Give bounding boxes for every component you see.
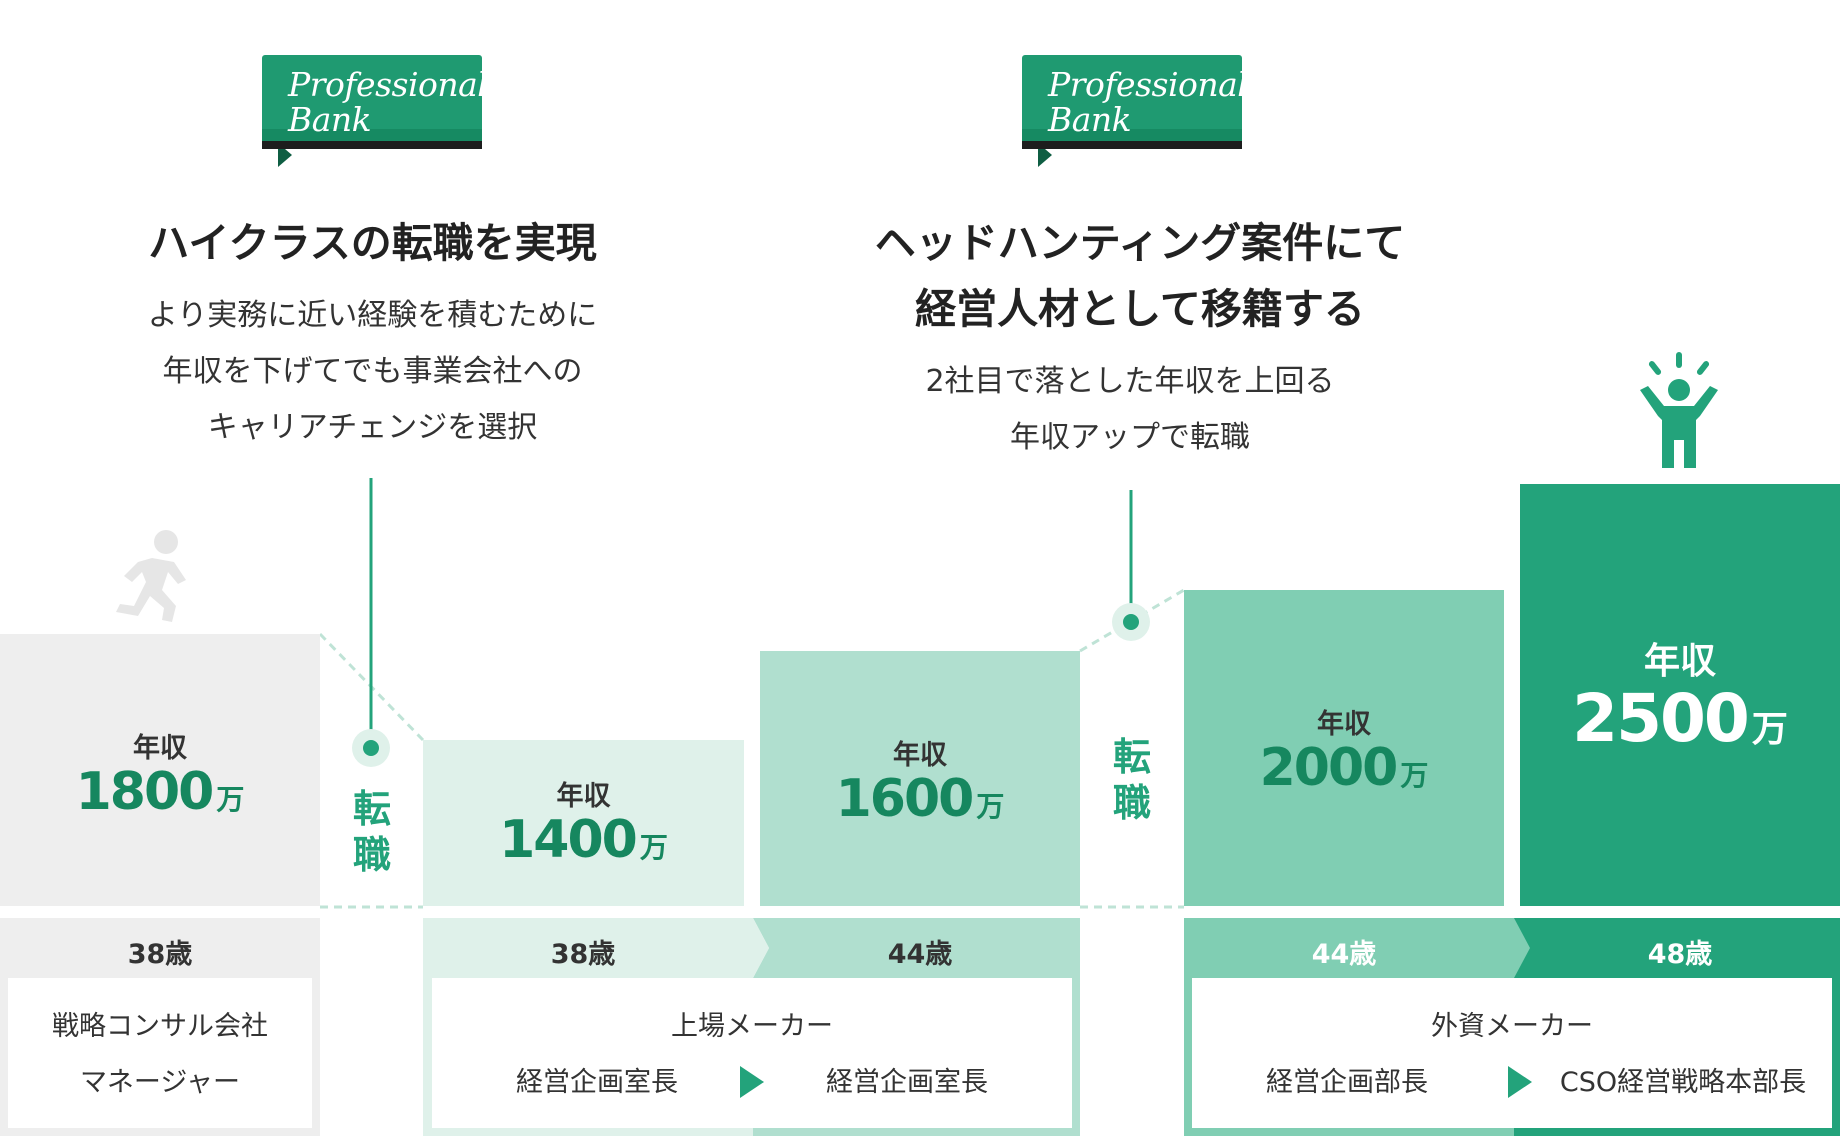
salary-label: 年収 — [556, 781, 611, 812]
salary-value: 1400 — [499, 810, 638, 870]
age-label: 38歳 — [127, 939, 193, 970]
left-subtext-line: 年収を下げてでも事業会社への — [162, 354, 583, 389]
salary-value: 1600 — [835, 769, 975, 829]
right-headline-line: 経営人材として移籍する — [915, 285, 1365, 333]
salary-label: 年収 — [1643, 641, 1716, 682]
right-headline: ヘッドハンティング案件にて 経営人材として移籍する — [820, 210, 1460, 342]
arrow-right-icon — [1508, 1066, 1532, 1098]
left-subtext-line: より実務に近い経験を積むために — [147, 298, 598, 333]
logo-text: Professional Bank — [1048, 65, 1248, 139]
left-headline: ハイクラスの転職を実現 — [148, 219, 597, 267]
company-name: 外資メーカー — [1431, 1011, 1593, 1042]
professional-bank-logo: Professional Bank — [1020, 55, 1248, 175]
age-label: 44歳 — [1311, 939, 1377, 970]
right-subtext: 2社目で落とした年収を上回る 年収アップで転職 — [840, 354, 1420, 466]
transition-label: 転 職 — [1112, 735, 1151, 825]
transition-dot — [1123, 614, 1139, 630]
celebrating-person-icon — [1640, 352, 1718, 468]
transition-label: 転 職 — [352, 787, 391, 877]
salary-value: 1800 — [75, 762, 215, 822]
company-name: 上場メーカー — [671, 1011, 833, 1042]
running-person-icon — [116, 530, 186, 622]
left-subtext-line: キャリアチェンジを選択 — [207, 410, 538, 445]
career-card: 戦略コンサル会社 マネージャー — [8, 978, 312, 1128]
age-label: 38歳 — [550, 939, 616, 970]
salary-unit: 万 — [1400, 759, 1429, 792]
arrow-right-icon — [740, 1066, 764, 1098]
role-title: CSO経営戦略本部長 — [1559, 1067, 1807, 1098]
professional-bank-logo: Professional Bank — [260, 55, 488, 175]
right-headline-line: ヘッドハンティング案件にて — [874, 219, 1406, 267]
salary-unit: 万 — [216, 783, 245, 816]
salary-label: 年収 — [893, 740, 947, 771]
salary-label: 年収 — [133, 733, 187, 764]
age-label: 44歳 — [887, 939, 953, 970]
role-title: 経営企画室長 — [516, 1067, 678, 1098]
career-card: 上場メーカー 経営企画室長 経営企画室長 — [432, 978, 1072, 1128]
transition-dot — [363, 740, 379, 756]
ribbon-logo-icon — [262, 55, 482, 167]
transition-connectors — [318, 478, 1185, 909]
left-subtext: より実務に近い経験を積むために 年収を下げてでも事業会社への キャリアチェンジを… — [80, 288, 665, 456]
age-label: 48歳 — [1647, 939, 1713, 970]
salary-label: 年収 — [1317, 709, 1371, 740]
role-title: マネージャー — [79, 1067, 241, 1098]
role-title: 経営企画室長 — [826, 1067, 988, 1098]
logo-text: Professional Bank — [288, 65, 488, 139]
salary-unit: 万 — [1751, 709, 1788, 750]
salary-unit: 万 — [639, 831, 668, 864]
salary-value: 2500 — [1572, 680, 1750, 757]
salary-unit: 万 — [976, 790, 1005, 823]
right-subtext-line: 2社目で落とした年収を上回る — [925, 364, 1335, 399]
career-card: 外資メーカー 経営企画部長 CSO経営戦略本部長 — [1192, 978, 1832, 1128]
salary-value: 2000 — [1259, 738, 1399, 798]
right-subtext-line: 年収アップで転職 — [1010, 420, 1250, 455]
ribbon-logo-icon — [1022, 55, 1242, 167]
role-title: 経営企画部長 — [1266, 1067, 1428, 1098]
company-name: 戦略コンサル会社 — [52, 1011, 268, 1042]
